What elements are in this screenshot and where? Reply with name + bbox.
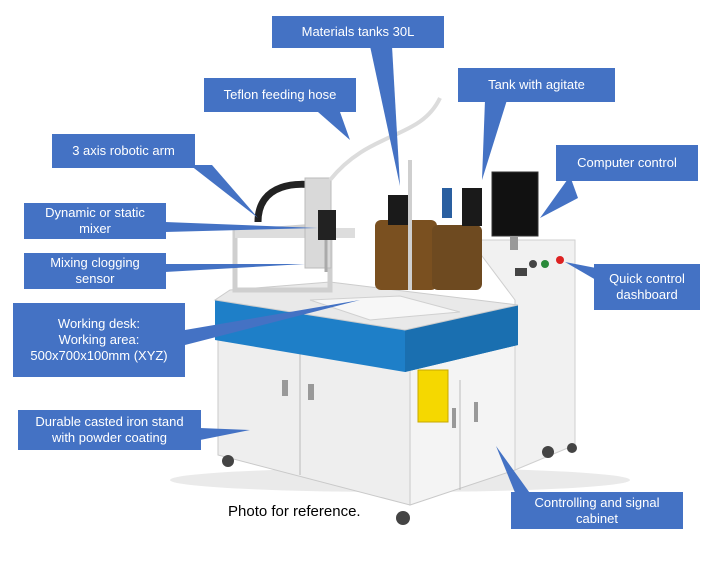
label-tank-agitate: Tank with agitate <box>458 68 615 102</box>
label-clogging-sensor: Mixing clogging sensor <box>24 253 166 289</box>
label-robotic-arm: 3 axis robotic arm <box>52 134 195 168</box>
label-mixer: Dynamic or static mixer <box>24 203 166 239</box>
label-cabinet: Controlling and signal cabinet <box>511 492 683 529</box>
label-teflon-hose: Teflon feeding hose <box>204 78 356 112</box>
photo-caption: Photo for reference. <box>228 503 361 520</box>
label-quick-dashboard: Quick control dashboard <box>594 264 700 310</box>
label-iron-stand: Durable casted iron stand with powder co… <box>18 410 201 450</box>
label-computer-control: Computer control <box>556 145 698 181</box>
label-working-desk: Working desk: Working area: 500x700x100m… <box>13 303 185 377</box>
label-materials-tanks: Materials tanks 30L <box>272 16 444 48</box>
